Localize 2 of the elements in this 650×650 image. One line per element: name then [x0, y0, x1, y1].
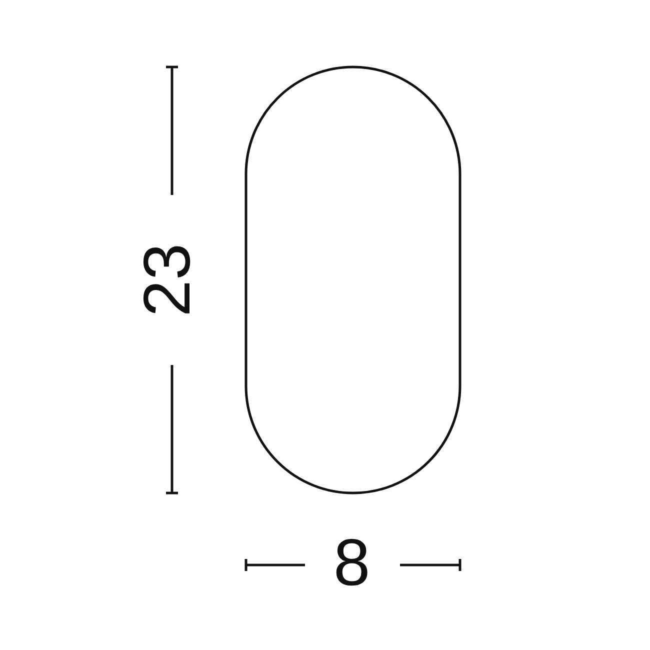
dimension-label: 8: [334, 529, 370, 595]
dimension-label: 23: [133, 243, 200, 317]
